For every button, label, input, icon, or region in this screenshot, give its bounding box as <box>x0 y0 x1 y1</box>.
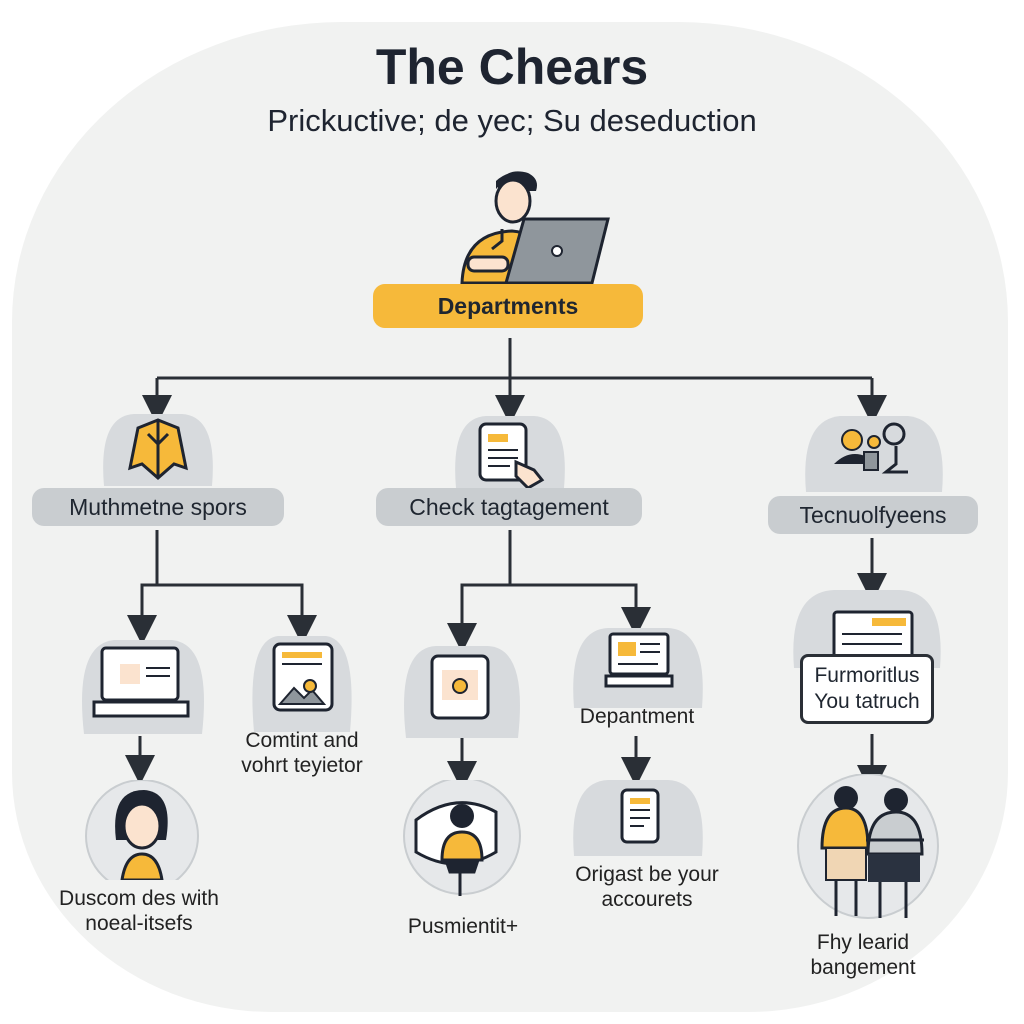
page-title: The Chears <box>375 39 649 95</box>
person-desk-icon <box>403 780 521 896</box>
branch-node-3[interactable]: Tecnuolfyeens <box>768 496 978 534</box>
leaf-label-mid-bottom-left: Pusmientit+ <box>407 915 519 938</box>
leaf-label-mid-right: Depantment <box>579 705 695 728</box>
tablet-hand-icon <box>455 416 565 488</box>
leaf-label-left-bottom: Duscom des with noeal-itsefs <box>59 887 219 935</box>
laptop-icon <box>82 640 204 734</box>
branch-node-2[interactable]: Check tagtagement <box>376 488 642 526</box>
person-laptop-icon <box>460 171 610 285</box>
jacket-icon <box>103 414 213 486</box>
branch-node-1[interactable]: Muthmetne spors <box>32 488 284 526</box>
leaf-label-left-right: Comtint and vohrt teyietor <box>241 729 363 777</box>
right-leaf-box[interactable]: Furmoritlus You tatruch <box>800 654 934 724</box>
root-node-departments[interactable]: Departments <box>373 284 643 328</box>
monitor-icon <box>573 628 703 708</box>
browser-window-icon <box>252 636 352 732</box>
woman-avatar-icon <box>85 780 199 880</box>
browser-card-icon <box>793 590 941 668</box>
tablet-icon <box>404 646 520 738</box>
leaf-label-mid-bottom-right: Origast be your accourets <box>575 863 719 911</box>
two-people-icon <box>797 774 939 919</box>
leaf-label-right-bottom: Fhy learid bangement <box>810 931 916 979</box>
page-subtitle: Prickuctive; de yec; Su deseduction <box>267 103 757 138</box>
screen-icon <box>573 780 703 856</box>
tech-gear-icon <box>805 416 943 492</box>
